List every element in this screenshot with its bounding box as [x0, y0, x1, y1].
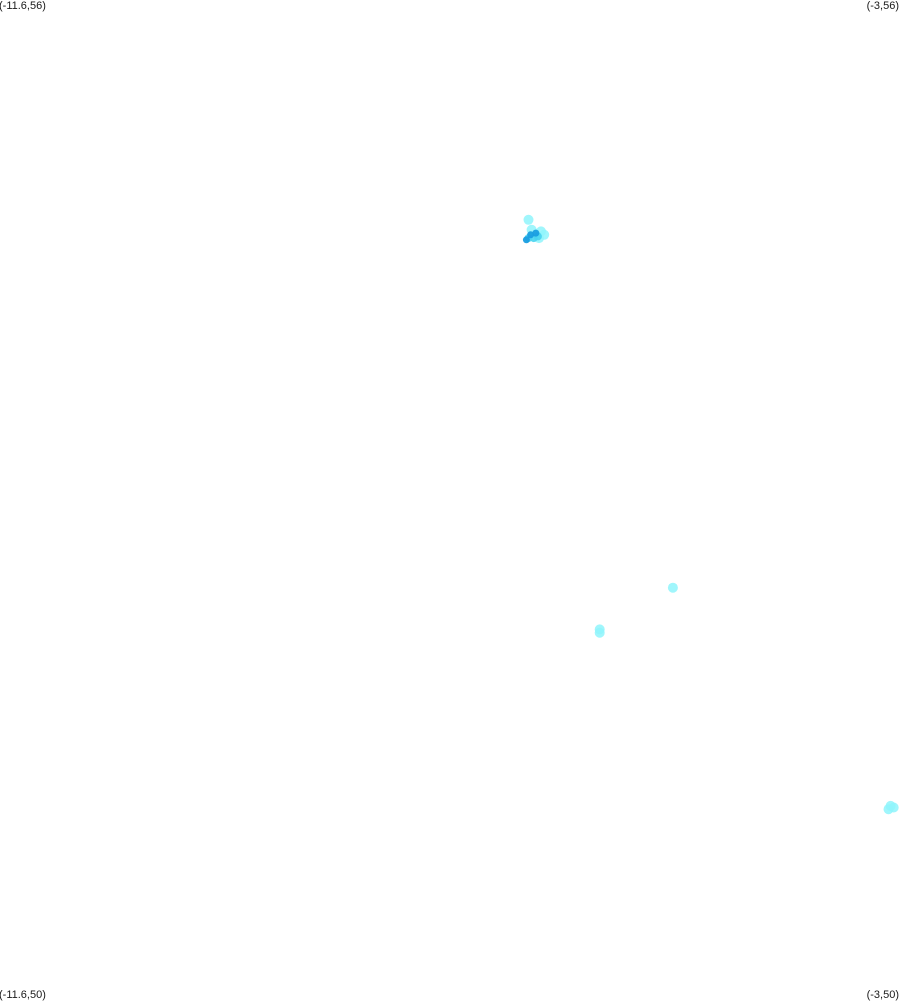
map-point: [667, 582, 678, 593]
corner-label-bottom-left: (-11.6,50): [0, 989, 46, 1001]
corner-label-top-right: (-3,56): [866, 0, 899, 12]
map-point: [522, 236, 530, 244]
cluster-mid-east: [667, 582, 678, 593]
map-point: [532, 229, 540, 237]
corner-label-bottom-right: (-3,50): [866, 989, 899, 1001]
map-point: [523, 214, 534, 225]
corner-label-top-left: (-11.6,56): [0, 0, 46, 12]
map-point: [594, 627, 605, 638]
points-layer: [522, 214, 899, 815]
cluster-north: [522, 214, 550, 244]
map-point: [885, 800, 896, 811]
cluster-south-east: [883, 800, 899, 815]
cluster-mid-west: [594, 624, 605, 638]
